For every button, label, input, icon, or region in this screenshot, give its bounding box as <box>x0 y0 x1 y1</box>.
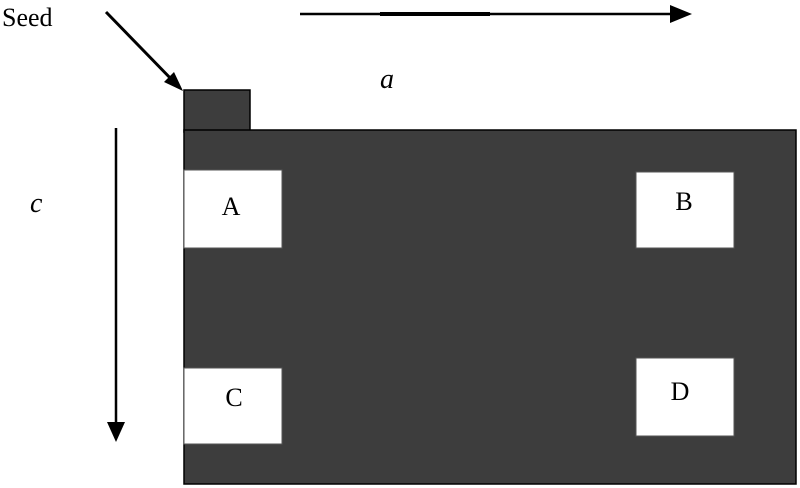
region-c-box <box>183 367 283 445</box>
region-a-label: A <box>222 192 241 221</box>
region-b-box <box>635 171 735 249</box>
seed-pointer-arrow <box>104 10 178 86</box>
region-b-label: B <box>675 187 692 216</box>
seed-label: Seed <box>2 3 53 32</box>
region-d-label: D <box>671 377 690 406</box>
direction-c-arrowhead <box>107 422 125 442</box>
axis-a-label: a <box>380 64 394 95</box>
axis-c-label: c <box>30 188 43 219</box>
seed-block <box>183 89 251 133</box>
region-c-label: C <box>225 383 242 412</box>
region-d-box <box>635 357 735 437</box>
seed-pointer-arrowhead <box>164 72 183 91</box>
region-a-box <box>183 169 283 249</box>
direction-a-arrowhead <box>670 5 692 23</box>
